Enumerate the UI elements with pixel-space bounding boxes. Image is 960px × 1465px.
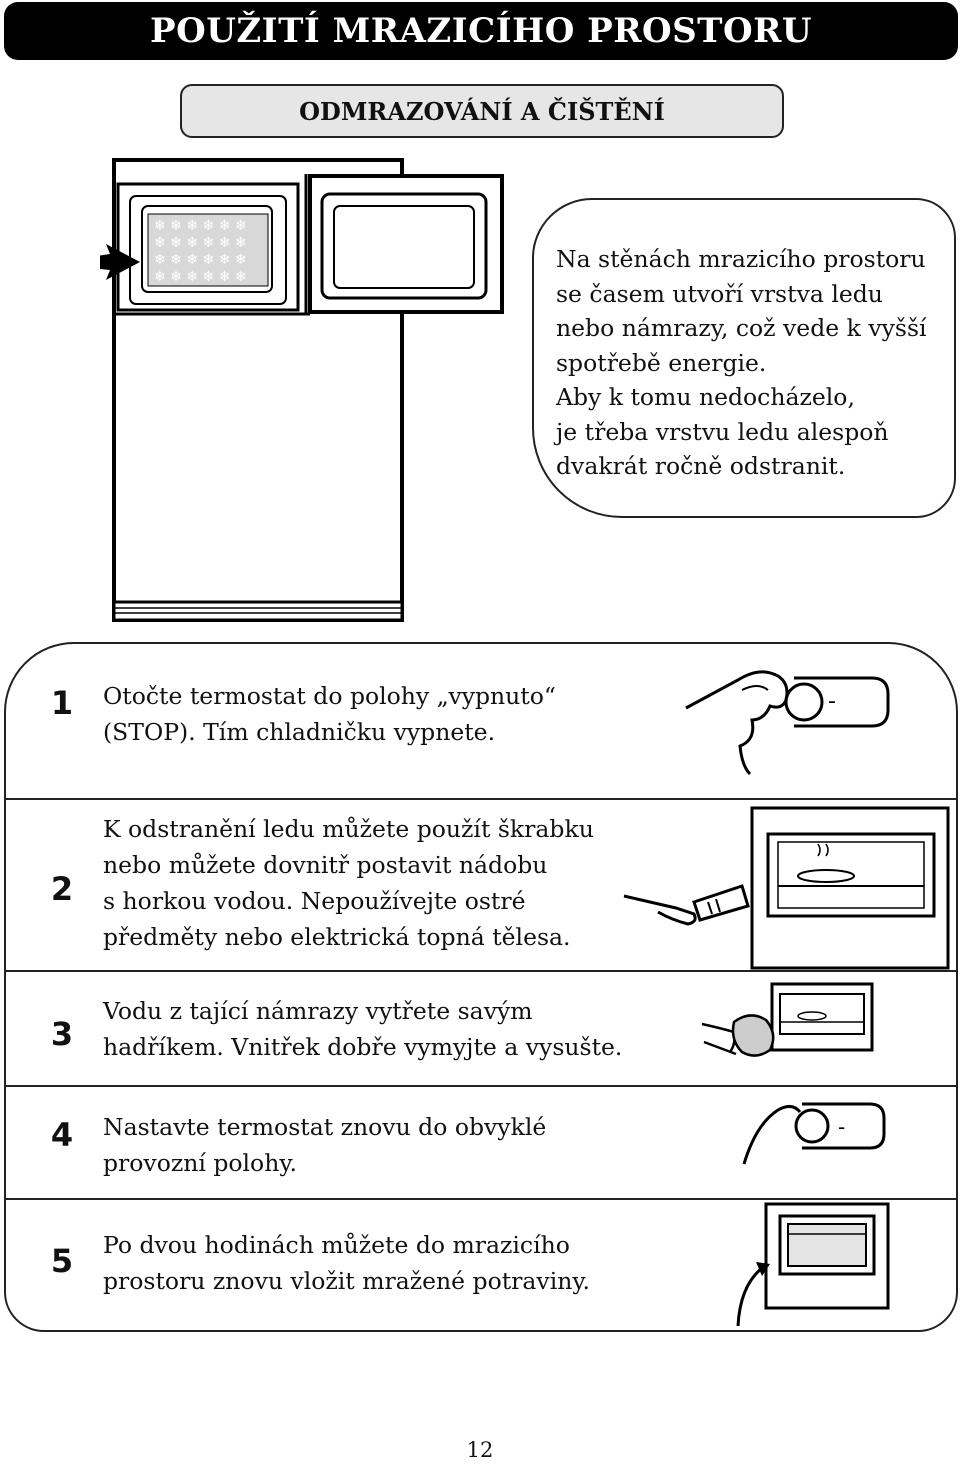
step-text: K odstranění ledu můžete použít škrabku … — [103, 811, 594, 955]
step-line: Vodu z tající námrazy vytřete savým — [103, 997, 533, 1025]
intro-line: nebo námrazy, což vede k vyšší — [556, 314, 927, 342]
freezer-reload-icon — [736, 1202, 890, 1327]
intro-line: se časem utvoří vrstva ledu — [556, 279, 883, 308]
step-line: hadříkem. Vnitřek dobře vymyjte a vysušt… — [103, 1033, 623, 1061]
page-title: POUŽITÍ MRAZICÍHO PROSTORU — [4, 2, 958, 60]
intro-line: je třeba vrstvu ledu alespoň — [556, 417, 889, 446]
intro-line: Aby k tomu nedocházelo, — [556, 383, 855, 411]
intro-line: dvakrát ročně odstranit. — [556, 452, 846, 480]
step-line: provozní polohy. — [103, 1149, 297, 1177]
svg-text:❄ ❄ ❄ ❄ ❄ ❄: ❄ ❄ ❄ ❄ ❄ ❄ — [154, 235, 247, 251]
steps-panel — [4, 642, 958, 1332]
step-line: Po dvou hodinách můžete do mrazicího — [103, 1231, 570, 1259]
step-number: 2 — [50, 870, 74, 908]
step-text: Vodu z tající námrazy vytřete savým hadř… — [103, 993, 622, 1065]
page-number: 12 — [466, 1438, 494, 1462]
scraper-freezer-icon — [623, 806, 950, 970]
step-divider — [4, 1085, 958, 1087]
step-divider — [4, 1198, 958, 1200]
intro-line: spotřebě energie. — [556, 348, 767, 377]
step-text: Nastavte termostat znovu do obvyklé prov… — [103, 1109, 546, 1181]
thermostat-mark: - — [838, 1115, 845, 1139]
step-number: 4 — [50, 1116, 74, 1154]
step-text: Otočte termostat do polohy „vypnuto“ (ST… — [103, 678, 556, 750]
step-number: 3 — [50, 1015, 74, 1053]
step-divider — [4, 970, 958, 972]
thermostat-hand-icon: - — [685, 670, 890, 776]
thermostat-mark: - — [828, 689, 836, 714]
section-subtitle: ODMRAZOVÁNÍ A ČIŠTĚNÍ — [180, 84, 784, 138]
intro-line: Na stěnách mrazicího prostoru — [556, 245, 926, 273]
step-line: Nastavte termostat znovu do obvyklé — [103, 1113, 547, 1141]
step-divider — [4, 798, 958, 800]
step-number: 1 — [50, 684, 74, 722]
step-line: Otočte termostat do polohy „vypnuto“ — [103, 682, 556, 710]
step-number: 5 — [50, 1242, 74, 1280]
step-line: prostoru znovu vložit mražené potraviny. — [103, 1267, 590, 1295]
svg-text:❄ ❄ ❄ ❄ ❄ ❄: ❄ ❄ ❄ ❄ ❄ ❄ — [154, 218, 247, 234]
cloth-wipe-icon — [701, 982, 874, 1057]
step-line: předměty nebo elektrická topná tělesa. — [103, 923, 571, 951]
step-line: s horkou vodou. Nepoužívejte ostré — [103, 887, 526, 915]
svg-text:❄ ❄ ❄ ❄ ❄ ❄: ❄ ❄ ❄ ❄ ❄ ❄ — [154, 252, 247, 268]
thermostat-reset-icon: - — [742, 1102, 886, 1165]
svg-text:❄ ❄ ❄ ❄ ❄ ❄: ❄ ❄ ❄ ❄ ❄ ❄ — [154, 269, 247, 285]
step-text: Po dvou hodinách můžete do mrazicího pro… — [103, 1227, 590, 1299]
intro-callout: Na stěnách mrazicího prostoru se časem u… — [532, 198, 956, 518]
step-line: K odstranění ledu můžete použít škrabku — [103, 815, 594, 843]
step-line: (STOP). Tím chladničku vypnete. — [103, 718, 496, 746]
fridge-illustration-icon: ❄ ❄ ❄ ❄ ❄ ❄ ❄ ❄ ❄ ❄ ❄ ❄ ❄ ❄ ❄ ❄ ❄ ❄ ❄ ❄ … — [100, 158, 504, 622]
step-line: nebo můžete dovnitř postavit nádobu — [103, 851, 548, 879]
